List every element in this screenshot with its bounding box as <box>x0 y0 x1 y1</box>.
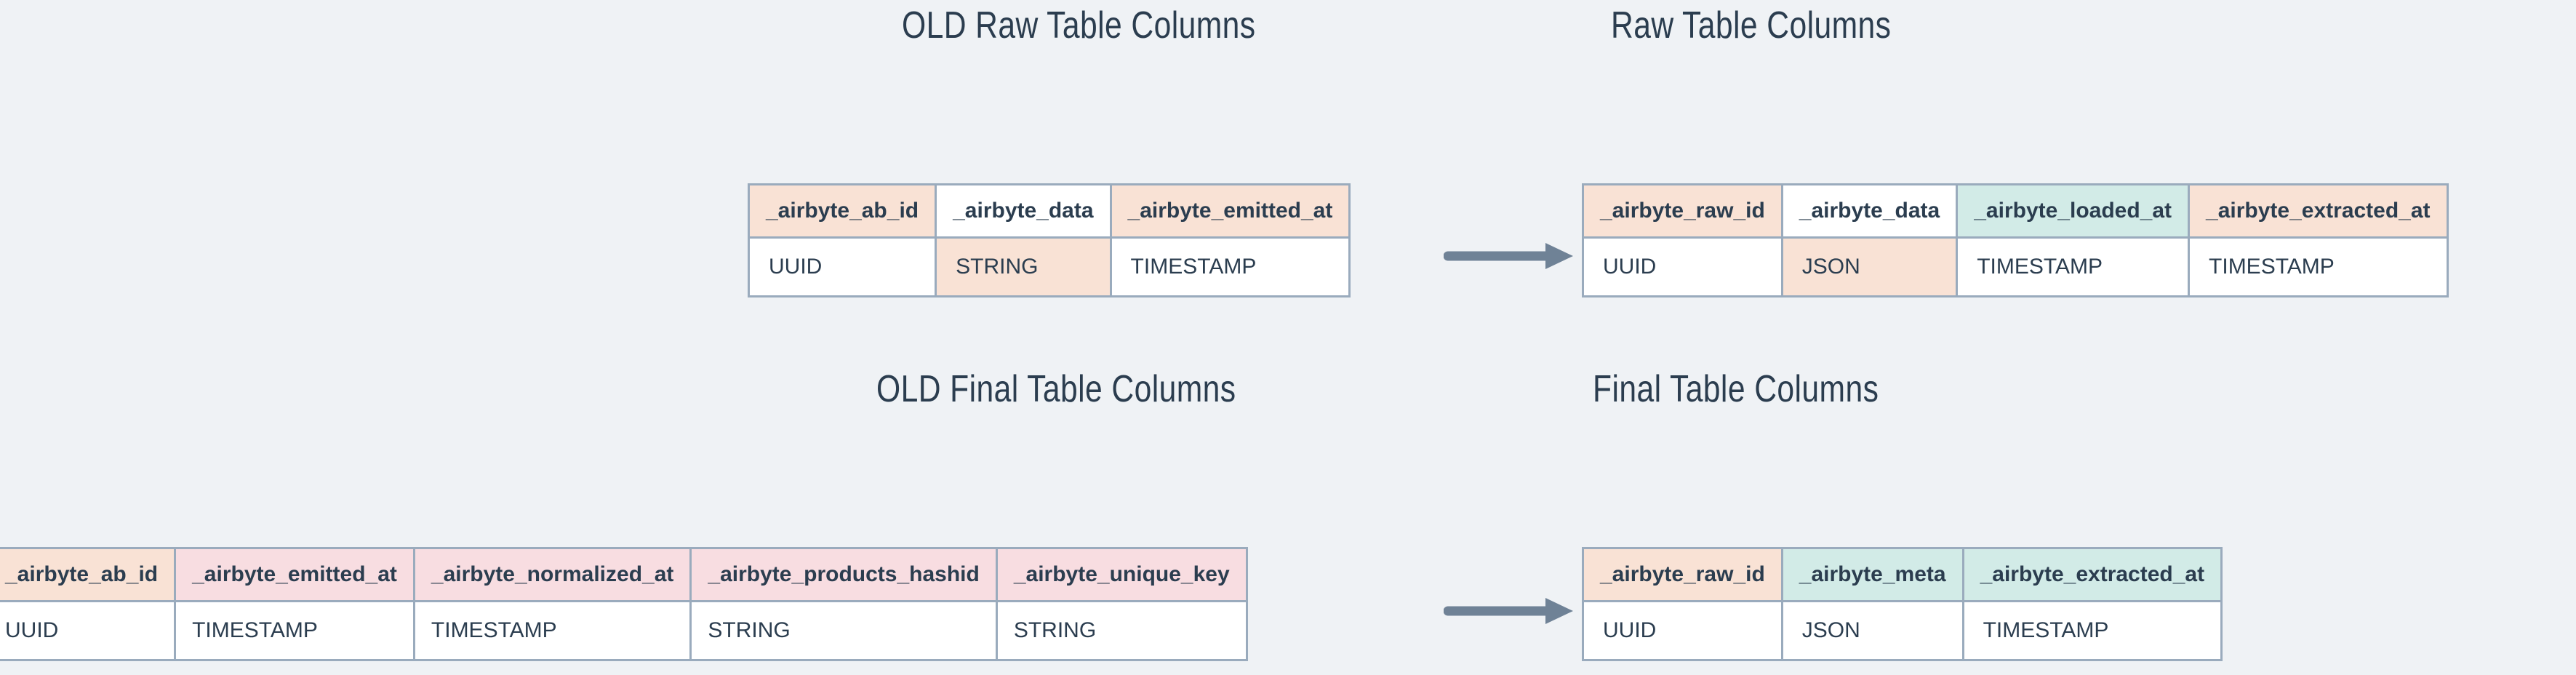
column-header-airbyte-extracted-at: _airbyte_extracted_at <box>1961 549 2221 602</box>
column-header-airbyte-products-hashid: _airbyte_products_hashid <box>689 549 996 602</box>
column-type-airbyte-data: JSON <box>1780 239 1956 295</box>
column-header-airbyte-ab-id: _airbyte_ab_id <box>0 549 175 602</box>
table-row: UUID STRING TIMESTAMP <box>750 239 1349 295</box>
column-type-airbyte-normalized-at: TIMESTAMP <box>412 602 690 659</box>
column-type-airbyte-meta: JSON <box>1780 602 1962 659</box>
column-type-airbyte-extracted-at: TIMESTAMP <box>2188 239 2447 295</box>
column-header-airbyte-normalized-at: _airbyte_normalized_at <box>412 549 690 602</box>
title-final-table-columns: Final Table Columns <box>1593 368 1879 410</box>
table-header-row: _airbyte_raw_id _airbyte_meta _airbyte_e… <box>1584 549 2221 602</box>
table-row: UUID JSON TIMESTAMP <box>1584 602 2221 659</box>
column-header-airbyte-emitted-at: _airbyte_emitted_at <box>1109 185 1349 239</box>
column-type-airbyte-ab-id: UUID <box>0 602 175 659</box>
column-type-airbyte-extracted-at: TIMESTAMP <box>1961 602 2221 659</box>
new-final-table: _airbyte_raw_id _airbyte_meta _airbyte_e… <box>1582 547 2223 661</box>
column-type-airbyte-data: STRING <box>935 239 1110 295</box>
column-header-airbyte-unique-key: _airbyte_unique_key <box>995 549 1246 602</box>
column-header-airbyte-data: _airbyte_data <box>1780 185 1956 239</box>
column-type-airbyte-raw-id: UUID <box>1584 239 1781 295</box>
arrow-right-icon-raw <box>1444 240 1575 272</box>
column-type-airbyte-emitted-at: TIMESTAMP <box>174 602 413 659</box>
column-header-airbyte-loaded-at: _airbyte_loaded_at <box>1956 185 2188 239</box>
column-header-airbyte-meta: _airbyte_meta <box>1780 549 1962 602</box>
table-header-row: _airbyte_ab_id _airbyte_data _airbyte_em… <box>750 185 1349 239</box>
column-type-airbyte-unique-key: STRING <box>995 602 1246 659</box>
column-header-airbyte-extracted-at: _airbyte_extracted_at <box>2188 185 2447 239</box>
column-type-airbyte-ab-id: UUID <box>750 239 935 295</box>
column-header-airbyte-ab-id: _airbyte_ab_id <box>750 185 935 239</box>
column-header-airbyte-emitted-at: _airbyte_emitted_at <box>174 549 413 602</box>
column-type-airbyte-products-hashid: STRING <box>689 602 996 659</box>
column-type-airbyte-raw-id: UUID <box>1584 602 1781 659</box>
table-header-row: _airbyte_ab_id _airbyte_emitted_at _airb… <box>0 549 1246 602</box>
title-old-raw-table-columns: OLD Raw Table Columns <box>902 4 1256 47</box>
new-raw-table: _airbyte_raw_id _airbyte_data _airbyte_l… <box>1582 183 2449 297</box>
arrow-right-icon-final <box>1444 595 1575 627</box>
title-raw-table-columns: Raw Table Columns <box>1611 4 1892 47</box>
table-row: UUID JSON TIMESTAMP TIMESTAMP <box>1584 239 2447 295</box>
column-header-airbyte-raw-id: _airbyte_raw_id <box>1584 185 1781 239</box>
column-type-airbyte-emitted-at: TIMESTAMP <box>1109 239 1349 295</box>
column-type-airbyte-loaded-at: TIMESTAMP <box>1956 239 2188 295</box>
table-row: UUID TIMESTAMP TIMESTAMP STRING STRING <box>0 602 1246 659</box>
title-old-final-table-columns: OLD Final Table Columns <box>876 368 1236 410</box>
table-header-row: _airbyte_raw_id _airbyte_data _airbyte_l… <box>1584 185 2447 239</box>
old-raw-table: _airbyte_ab_id _airbyte_data _airbyte_em… <box>748 183 1351 297</box>
old-final-table: _airbyte_ab_id _airbyte_emitted_at _airb… <box>0 547 1248 661</box>
column-header-airbyte-data: _airbyte_data <box>935 185 1110 239</box>
column-header-airbyte-raw-id: _airbyte_raw_id <box>1584 549 1781 602</box>
